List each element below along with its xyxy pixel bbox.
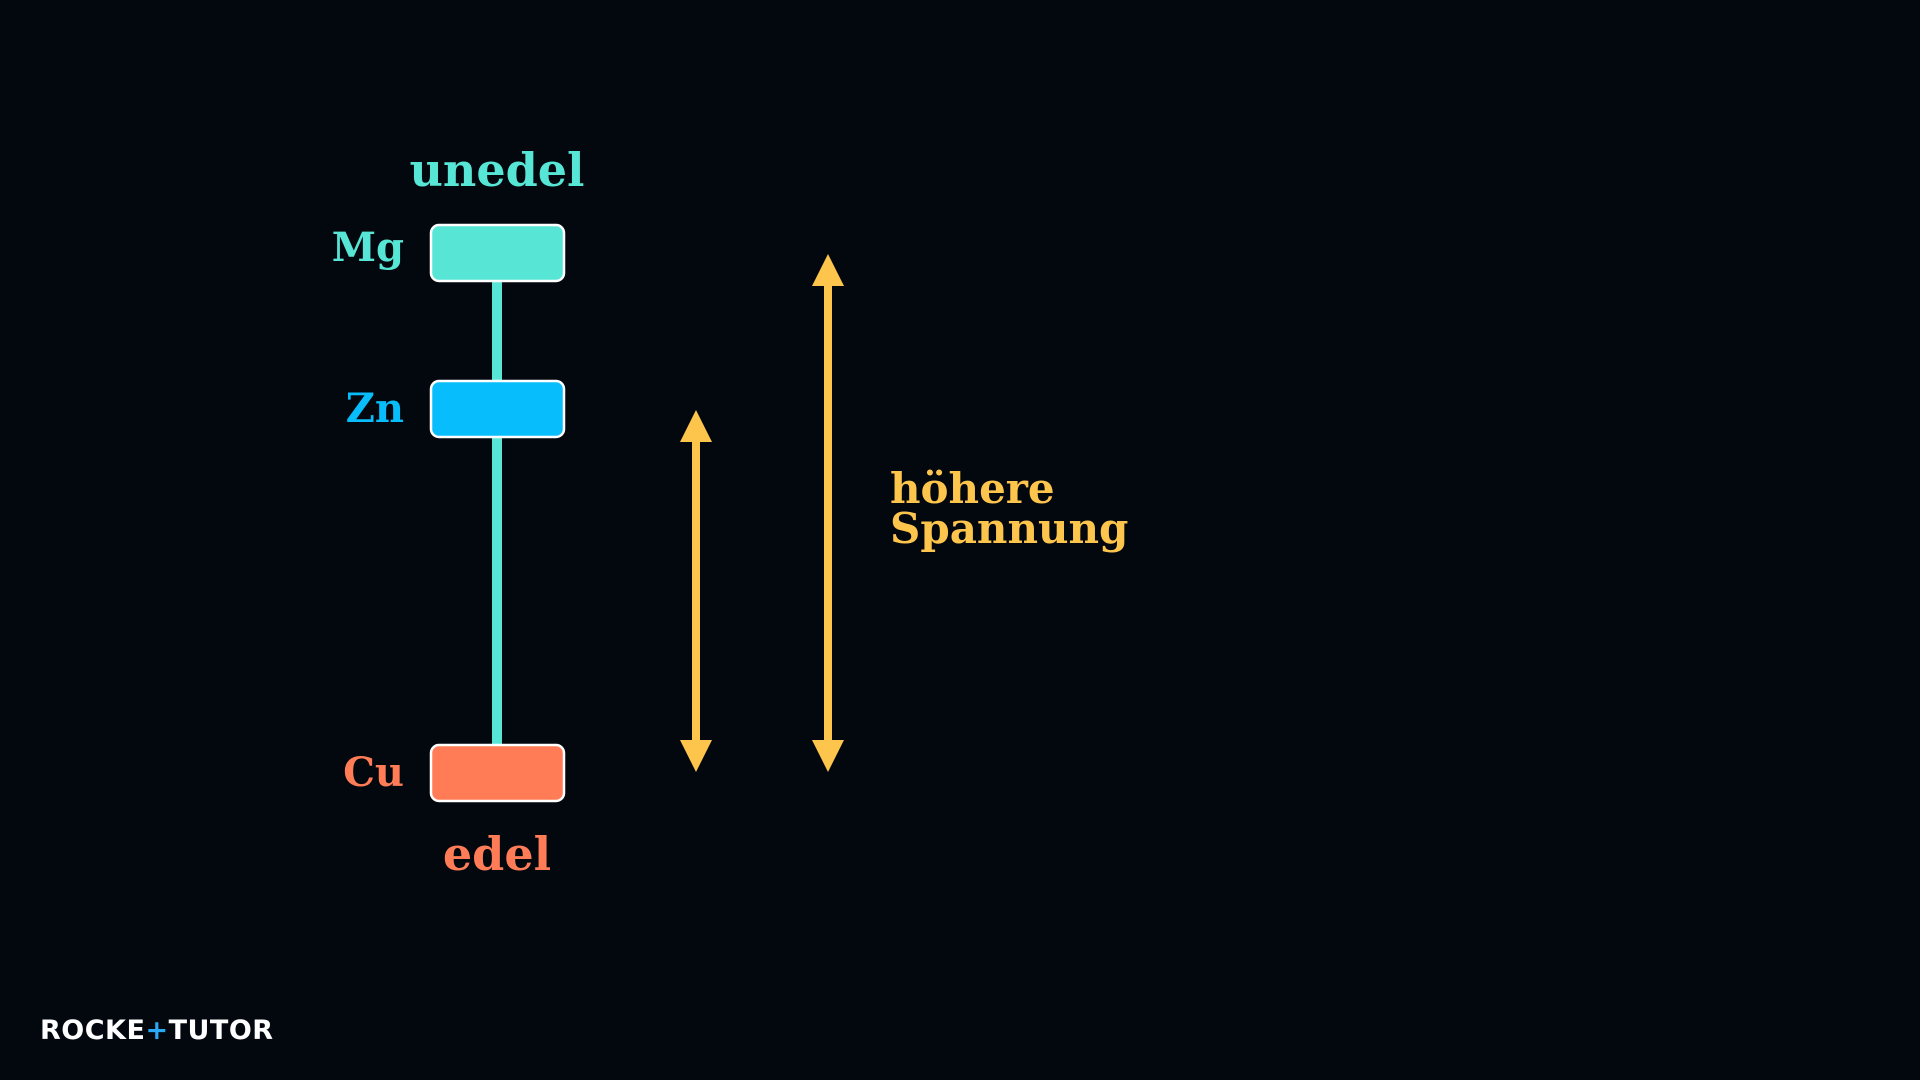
voltage-arrow-mg-cu bbox=[812, 254, 844, 772]
metal-box-zn bbox=[429, 379, 566, 439]
unedel-label: unedel bbox=[409, 143, 584, 197]
voltage-arrow-zn-cu bbox=[680, 410, 712, 772]
arrow-up-head-icon bbox=[680, 410, 712, 442]
metal-box-cu bbox=[429, 743, 566, 803]
edel-label: edel bbox=[443, 827, 551, 881]
metal-label-zn: Zn bbox=[346, 385, 404, 432]
arrow-up-head-icon bbox=[812, 254, 844, 286]
annotation-line-1: höhere bbox=[890, 464, 1055, 513]
arrow-down-head-icon bbox=[812, 740, 844, 772]
metal-label-cu: Cu bbox=[343, 749, 404, 796]
annotation-line-2: Spannung bbox=[890, 504, 1128, 553]
metal-box-mg bbox=[429, 223, 566, 283]
arrow-down-head-icon bbox=[680, 740, 712, 772]
svg-text:ROCKE+TUTOR: ROCKE+TUTOR bbox=[40, 1015, 274, 1046]
rocket-tutor-logo: ROCKE+TUTOR bbox=[40, 1015, 274, 1046]
metal-label-mg: Mg bbox=[332, 224, 404, 271]
